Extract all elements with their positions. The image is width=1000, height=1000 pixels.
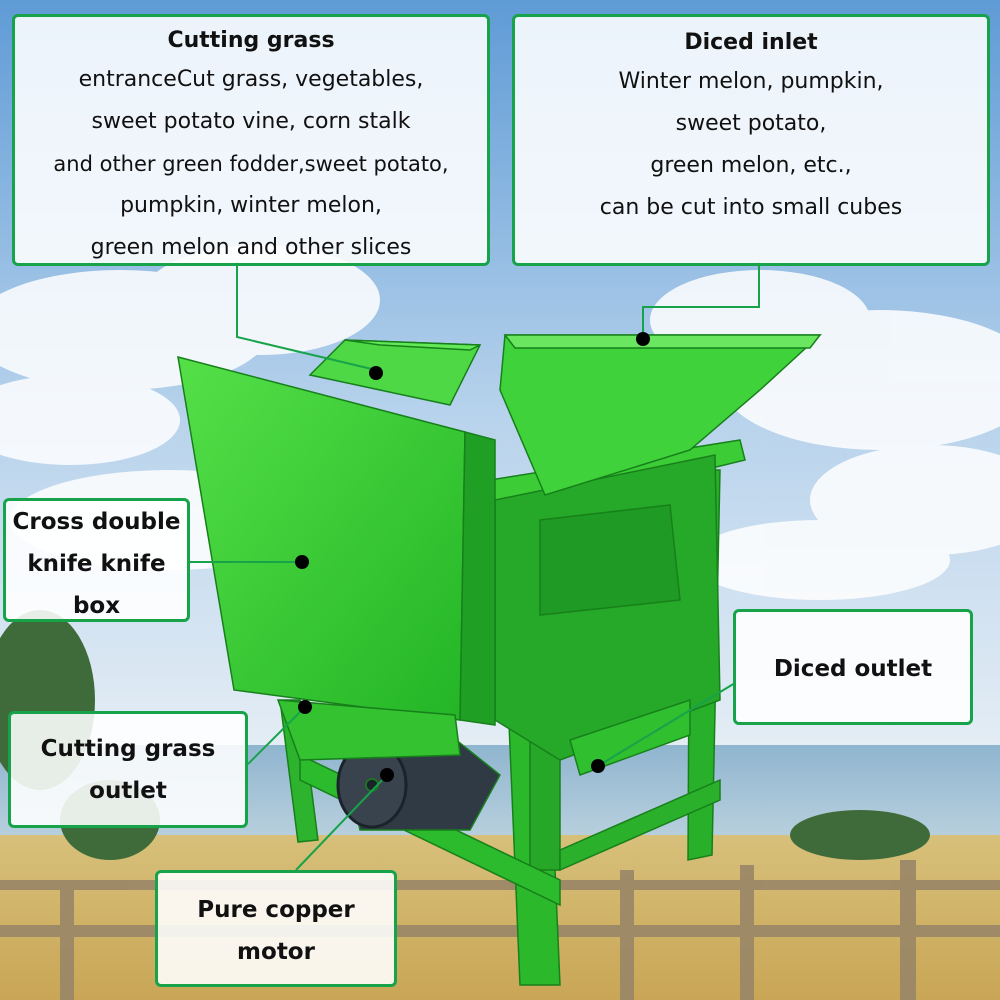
machine bbox=[177, 334, 822, 986]
callout-diced-inlet: Diced inlet Winter melon, pumpkin, sweet… bbox=[512, 14, 990, 266]
callout-line: Pure copper bbox=[197, 897, 355, 923]
callout-line: and other green fodder,sweet potato, bbox=[53, 152, 449, 176]
leader-lines bbox=[187, 262, 760, 871]
dicer-drum bbox=[539, 504, 681, 616]
frame-leg-left-back bbox=[279, 699, 319, 843]
callout-line: green melon, etc., bbox=[650, 153, 852, 178]
callout-line: sweet potato, bbox=[675, 111, 827, 136]
callout-line: pumpkin, winter melon, bbox=[120, 193, 382, 218]
callout-line: entranceCut grass, vegetables, bbox=[78, 67, 424, 92]
callout-line: outlet bbox=[89, 778, 167, 804]
callout-line: sweet potato vine, corn stalk bbox=[91, 109, 411, 134]
callout-line: Cutting grass bbox=[40, 736, 216, 762]
callout-cutting-grass-entrance: Cutting grass entranceCut grass, vegetab… bbox=[12, 14, 490, 266]
callout-motor: Pure copper motor bbox=[155, 870, 397, 987]
leader-dots bbox=[295, 332, 650, 782]
diced-hopper-rim bbox=[503, 334, 822, 349]
grass-outlet-chute bbox=[276, 699, 461, 761]
callout-cutting-grass-outlet: Cutting grass outlet bbox=[8, 711, 248, 828]
grass-hopper-mouth bbox=[344, 339, 481, 351]
dicer-outlet-chute bbox=[569, 698, 691, 776]
knife-box-side bbox=[459, 431, 496, 726]
callout-title: Cutting grass bbox=[167, 28, 335, 53]
callout-line: box bbox=[72, 593, 121, 619]
callout-line: can be cut into small cubes bbox=[599, 195, 903, 220]
callout-knife-box: Cross double knife knife box bbox=[3, 498, 190, 622]
frame-cross-right bbox=[559, 778, 721, 872]
callout-line: Cross double bbox=[12, 509, 181, 535]
callout-line: green melon and other slices bbox=[90, 235, 412, 260]
callout-line: motor bbox=[237, 939, 315, 965]
callout-title: Diced inlet bbox=[684, 30, 818, 55]
callout-line: knife knife bbox=[27, 551, 166, 577]
callout-diced-outlet: Diced outlet bbox=[733, 609, 973, 725]
callout-line: Diced outlet bbox=[773, 656, 933, 682]
callout-line: Winter melon, pumpkin, bbox=[618, 69, 884, 94]
